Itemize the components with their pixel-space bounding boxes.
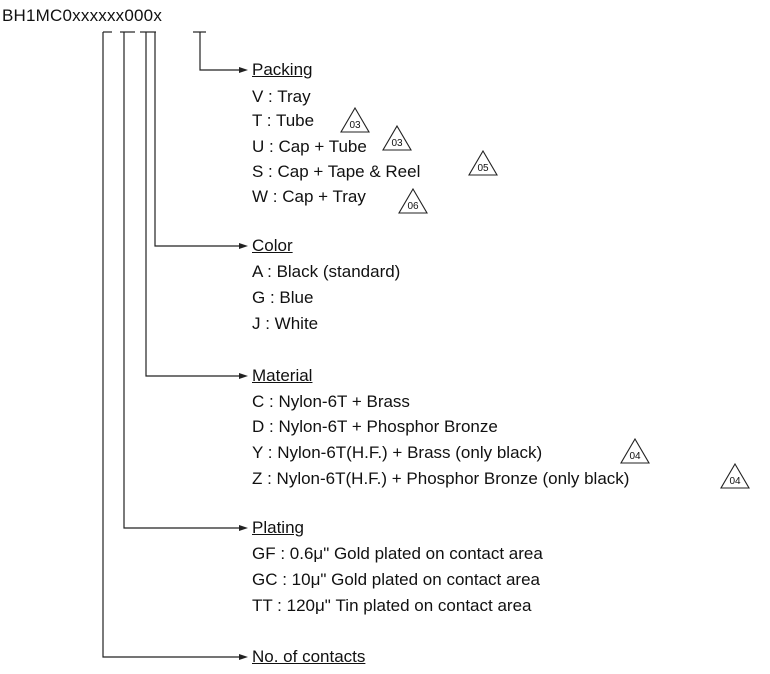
option-item: Z : Nylon-6T(H.F.) + Phosphor Bronze (on… [252, 469, 630, 488]
option-item: GF : 0.6μ" Gold plated on contact area [252, 544, 543, 563]
option-item: J : White [252, 314, 319, 333]
option-item: Y : Nylon-6T(H.F.) + Brass (only black) [252, 443, 543, 462]
option-item: W : Cap + Tray [252, 187, 366, 206]
revision-note-triangle: 06 [398, 188, 428, 214]
revision-note-triangle: 05 [468, 150, 498, 176]
revision-note-triangle: 04 [620, 438, 650, 464]
option-item: T : Tube [252, 111, 315, 130]
arrow-head [239, 373, 248, 379]
arrow-head [239, 654, 248, 660]
arrow-head [239, 243, 248, 249]
option-item: TT : 120μ" Tin plated on contact area [252, 596, 532, 615]
arrow-head [239, 525, 248, 531]
section-heading: Packing [252, 60, 313, 79]
note-number: 04 [729, 476, 741, 487]
leader-line [102, 32, 240, 658]
section-heading: Color [252, 236, 293, 255]
leader-line [154, 32, 240, 247]
note-number: 06 [407, 201, 419, 212]
leader-line [199, 32, 240, 71]
option-item: U : Cap + Tube [252, 137, 367, 156]
arrow-head [239, 67, 248, 73]
section-heading: Plating [252, 518, 304, 537]
leader-line [145, 32, 240, 377]
section-heading: No. of contacts [252, 647, 366, 666]
option-item: C : Nylon-6T + Brass [252, 392, 410, 411]
option-item: A : Black (standard) [252, 262, 401, 281]
note-number: 05 [477, 163, 489, 174]
part-number: BH1MC0xxxxxx000x [2, 6, 163, 25]
option-item: D : Nylon-6T + Phosphor Bronze [252, 417, 498, 436]
leader-line [123, 32, 240, 529]
note-number: 03 [391, 138, 403, 149]
option-item: V : Tray [252, 87, 311, 106]
revision-note-triangle: 04 [720, 463, 750, 489]
option-item: S : Cap + Tape & Reel [252, 162, 421, 181]
revision-note-triangle: 03 [340, 107, 370, 133]
option-item: G : Blue [252, 288, 314, 307]
note-number: 04 [629, 451, 641, 462]
note-number: 03 [349, 120, 361, 131]
section-heading: Material [252, 366, 313, 385]
revision-note-triangle: 03 [382, 125, 412, 151]
option-item: GC : 10μ" Gold plated on contact area [252, 570, 540, 589]
